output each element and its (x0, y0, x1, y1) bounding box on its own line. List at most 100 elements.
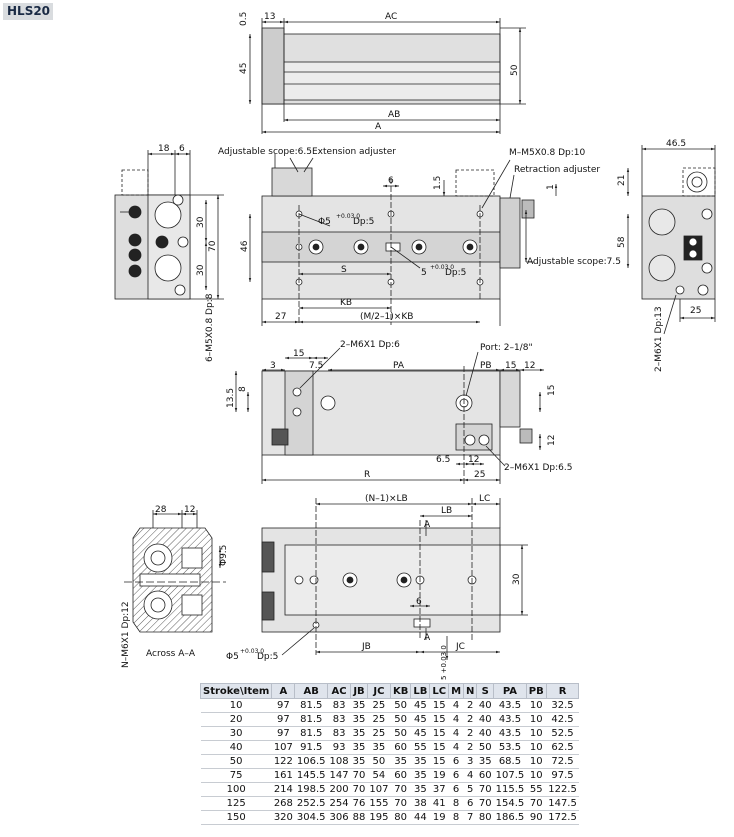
dim-pa: PA (393, 361, 405, 371)
table-cell: 2 (463, 740, 477, 755)
table-header-cell: M (448, 683, 465, 699)
table-header-cell: LB (410, 683, 431, 699)
dim-13-5: 13.5 (226, 388, 236, 408)
table-header-cell: R (545, 683, 580, 699)
dim-8: 8 (238, 386, 248, 392)
table-cell: 19 (429, 768, 449, 783)
dim-25-right: 25 (690, 306, 701, 316)
table-cell: 80 (390, 810, 411, 825)
table-cell: 53.5 (493, 740, 527, 755)
front-end-block (499, 197, 521, 269)
table-cell: 70 (350, 782, 368, 797)
dim-18: 18 (158, 144, 170, 154)
dim-ac: AC (385, 12, 397, 22)
table-cell: 122.5 (546, 782, 579, 797)
table-cell: 90 (526, 810, 547, 825)
dim-6-lower: 6 (416, 597, 422, 607)
table-cell: 37 (429, 782, 449, 797)
table-cell: 150 (200, 810, 272, 825)
table-cell: 52.5 (546, 726, 579, 741)
dim-phi9-5: Φ9.5 (219, 545, 229, 566)
dim-jc: JC (455, 642, 465, 652)
table-header-cell: A (271, 683, 296, 699)
table-cell: 30 (200, 726, 272, 741)
table-cell: 6 (448, 768, 464, 783)
table-cell: 60 (390, 740, 411, 755)
label-tol-lower: +0.03 0 (240, 648, 264, 655)
table-cell: 20 (200, 712, 272, 727)
table-cell: 8 (448, 796, 464, 811)
table-cell: 161 (271, 768, 295, 783)
table-cell: 6 (463, 796, 477, 811)
dim-30-upper: 30 (196, 216, 206, 228)
table-cell: 19 (429, 810, 449, 825)
dim-15-a: 15 (293, 349, 304, 359)
table-cell: 40 (476, 712, 494, 727)
table-cell: 200 (327, 782, 351, 797)
dim-jb: JB (361, 642, 371, 652)
table-cell: 2 (463, 726, 477, 741)
dim-pb: PB (480, 361, 492, 371)
table-cell: 43.5 (493, 712, 527, 727)
dim-15-c: 15 (547, 385, 557, 396)
table-cell: 88 (350, 810, 368, 825)
table-cell: 54 (367, 768, 391, 783)
table-cell: 50 (390, 698, 411, 713)
label-a-bottom: A (424, 633, 431, 643)
table-cell: 70 (476, 796, 494, 811)
table-cell: 3 (463, 754, 477, 769)
section-caption: Across A–A (146, 649, 196, 659)
dim-46-5: 46.5 (666, 139, 686, 149)
table-cell: 83 (327, 726, 351, 741)
dim-70: 70 (208, 240, 218, 252)
table-cell: 154.5 (493, 796, 527, 811)
table-cell: 35 (350, 712, 368, 727)
dim-m-kb: (M/2–1)×KB (360, 312, 413, 322)
table-cell: 44 (410, 810, 430, 825)
table-cell: 147 (327, 768, 351, 783)
label-m6-bottom: 2–M6X1 Dp:6.5 (504, 463, 572, 473)
table-cell: 40 (200, 740, 272, 755)
dim-15-b: 15 (505, 361, 516, 371)
left-view (114, 150, 224, 300)
label-a-top: A (424, 520, 431, 530)
table-cell: 15 (429, 712, 449, 727)
table-cell: 38 (410, 796, 430, 811)
table-cell: 35 (350, 740, 368, 755)
table-cell: 172.5 (546, 810, 579, 825)
table-cell: 35 (367, 740, 391, 755)
table-cell: 76 (350, 796, 368, 811)
table-cell: 35 (350, 726, 368, 741)
top-end-plate (261, 27, 285, 105)
table-cell: 81.5 (294, 726, 328, 741)
section-a-a (124, 510, 226, 633)
label-adjustable-scope-6-5: Adjustable scope:6.5 (218, 147, 312, 157)
table-cell: 50 (390, 712, 411, 727)
table-cell: 70 (526, 796, 547, 811)
table-cell: 40 (476, 698, 494, 713)
table-cell: 155 (367, 796, 391, 811)
dim-1-5: 1.5 (433, 176, 443, 190)
label-five-mid: 5 (421, 268, 427, 278)
table-cell: 32.5 (546, 698, 579, 713)
table-cell: 10 (200, 698, 272, 713)
table-cell: 68.5 (493, 754, 527, 769)
table-cell: 6 (448, 782, 464, 797)
table-cell: 145.5 (294, 768, 328, 783)
table-header-cell: Stroke\Item (199, 683, 273, 699)
dim-7-5: 7.5 (309, 361, 323, 371)
table-header-cell: S (476, 683, 495, 699)
dim-30-lower: 30 (196, 264, 206, 276)
table-cell: 91.5 (294, 740, 328, 755)
dim-lc: LC (479, 494, 490, 504)
table-cell: 80 (476, 810, 494, 825)
dim-25-bottom: 25 (474, 470, 485, 480)
table-cell: 147.5 (546, 796, 579, 811)
lower-plan-view (261, 498, 528, 660)
